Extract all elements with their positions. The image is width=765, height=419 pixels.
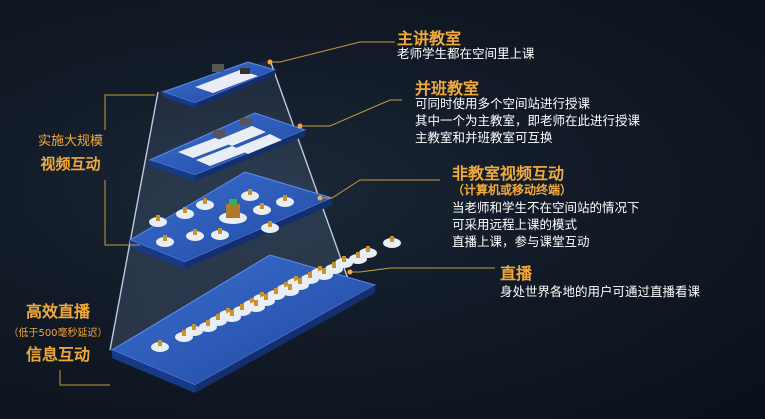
teacher-desk: [219, 199, 247, 224]
seat-icon: [281, 286, 299, 296]
seat-icon: [176, 209, 194, 219]
level-3-line: 可采用远程上课的模式: [452, 217, 578, 232]
person-icon: [226, 308, 230, 314]
person-icon: [182, 330, 186, 336]
person-icon: [240, 304, 244, 310]
level-2-line: 其中一个为主教室，即老师在此进行授课: [415, 113, 641, 128]
person-icon: [268, 221, 272, 227]
person-icon: [248, 189, 252, 195]
person-icon: [206, 320, 210, 326]
person-icon: [260, 292, 264, 298]
person-icon: [250, 298, 254, 304]
seat-icon: [276, 197, 294, 207]
person-icon: [308, 272, 312, 278]
seat-icon: [151, 342, 169, 352]
person-icon: [216, 314, 220, 320]
seat-icon: [156, 237, 174, 247]
person-icon: [163, 235, 167, 241]
seat-icon: [149, 217, 167, 227]
level-4-desc: 身处世界各地的用户可通过直播看课: [500, 283, 700, 300]
seat-icon: [211, 230, 229, 240]
level-1-desc: 老师学生都在空间里上课: [397, 45, 535, 62]
person-icon: [288, 284, 292, 290]
connector-dots: [267, 59, 353, 275]
person-icon: [192, 324, 196, 330]
person-icon: [284, 282, 288, 288]
side-label-upper: 实施大规模 视频互动: [38, 130, 103, 174]
person-icon: [283, 195, 287, 201]
seat-icon: [186, 231, 204, 241]
person-icon: [193, 229, 197, 235]
side-label-upper-line1: 实施大规模: [38, 134, 104, 149]
seat-icon: [261, 223, 279, 233]
seat-icon: [241, 191, 259, 201]
person-icon: [322, 268, 326, 274]
person-icon: [264, 294, 268, 300]
seat-icon: [199, 322, 217, 332]
person-icon: [260, 203, 264, 209]
person-icon: [203, 198, 207, 204]
person-icon: [298, 278, 302, 284]
person-icon: [366, 246, 370, 252]
seat-icon: [315, 270, 333, 280]
side-label-lower-note: （低于500毫秒延迟）: [8, 328, 108, 339]
person-icon: [230, 310, 234, 316]
person-icon: [274, 288, 278, 294]
side-label-lower-top: 高效直播: [25, 302, 90, 321]
seat-icon: [247, 302, 265, 312]
seat-icon: [349, 254, 367, 264]
level-3-subtitle: （计算机或移动终端）: [452, 183, 573, 197]
level-3-desc: 当老师和学生不在空间站的情况下 可采用远程上课的模式 直播上课，参与课堂互动: [452, 199, 640, 250]
seat-icon: [223, 312, 241, 322]
classroom-blocks-merged: [178, 118, 282, 166]
level-2-desc: 可同时使用多个空间站进行授课 其中一个为主教室，即老师在此进行授课 主教室和并班…: [415, 95, 640, 146]
person-icon: [183, 207, 187, 213]
left-brackets: [59, 94, 155, 386]
seat-group-live: [151, 236, 401, 352]
level-3-title: 非教室视频互动: [452, 164, 565, 183]
seat-icon: [175, 332, 193, 342]
level-4-line: 身处世界各地的用户可通过直播看课: [500, 284, 701, 299]
platform-live: [110, 254, 377, 393]
person-icon: [390, 236, 394, 242]
person-icon: [158, 340, 162, 346]
person-icon: [332, 262, 336, 268]
level-2-title: 并班教室: [415, 79, 480, 98]
level-4-title: 直播: [500, 264, 533, 283]
seat-icon: [383, 238, 401, 248]
level-3-line: 当老师和学生不在空间站的情况下: [452, 200, 640, 215]
seat-icon: [196, 200, 214, 210]
level-1-title: 主讲教室: [397, 29, 462, 48]
seat-group-remote: [149, 189, 294, 247]
level-2-line: 可同时使用多个空间站进行授课: [415, 96, 591, 111]
level-1-line: 老师学生都在空间里上课: [397, 46, 535, 61]
connectors: [270, 41, 495, 273]
seat-icon: [253, 205, 271, 215]
person-icon: [356, 252, 360, 258]
person-icon: [318, 266, 322, 272]
person-icon: [218, 228, 222, 234]
person-icon: [294, 276, 298, 282]
side-label-upper-line2: 视频互动: [40, 155, 101, 173]
side-label-lower: 高效直播 （低于500毫秒延迟） 信息互动: [8, 298, 108, 365]
level-2-line: 主教室和并班教室可互换: [415, 130, 553, 145]
level-3-line: 直播上课，参与课堂互动: [452, 234, 590, 249]
person-icon: [156, 215, 160, 221]
person-icon: [342, 256, 346, 262]
side-label-lower-bottom: 信息互动: [25, 345, 90, 364]
classroom-block-main: [195, 64, 258, 93]
person-icon: [254, 300, 258, 306]
